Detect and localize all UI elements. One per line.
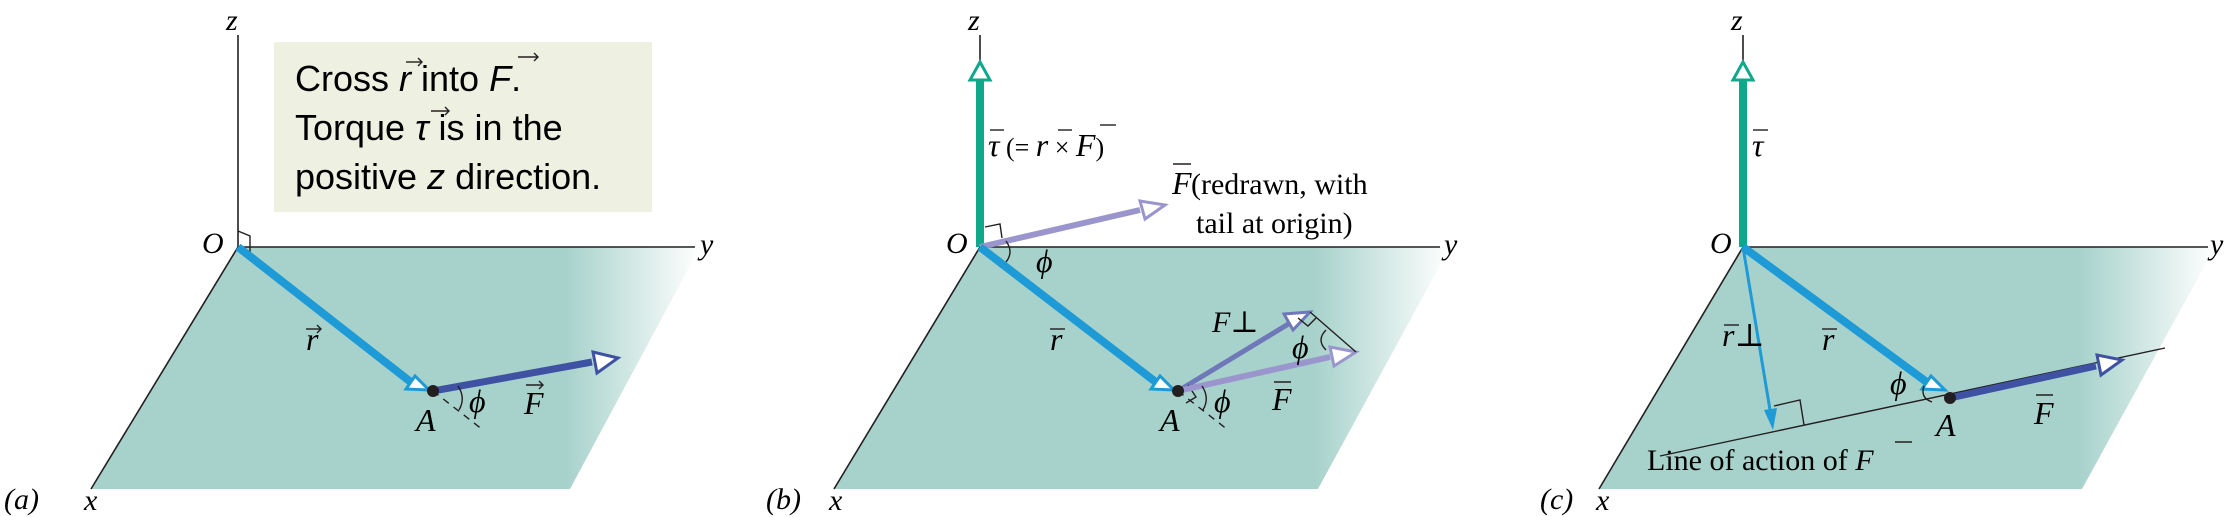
origin-label-a: O <box>202 227 224 260</box>
point-A-b <box>1172 385 1184 397</box>
A-label-a: A <box>414 402 436 438</box>
x-axis-c <box>1598 246 1744 490</box>
F-vector-c <box>1949 362 2097 402</box>
z-label-c: z <box>1730 4 1743 37</box>
phi-A-label-b: ϕ <box>1214 383 1231 419</box>
F-vector-head-b <box>1328 345 1360 369</box>
origin-label-b: O <box>946 227 968 260</box>
phi-origin-label-b: ϕ <box>1036 243 1053 279</box>
x-label-c: x <box>1595 484 1610 517</box>
tau-vector-head-c <box>1730 58 1756 82</box>
note-line-3: positive z direction. <box>295 156 601 197</box>
note-F-arrow-head <box>533 52 539 62</box>
angle-arc-tip-b <box>1320 329 1327 351</box>
r-vector-a <box>235 243 415 387</box>
x-label-b: x <box>828 484 843 517</box>
r-arrow-over-head-a <box>316 324 322 334</box>
r-vector-head-c <box>1919 373 1949 392</box>
right-angle-mark-tip-b <box>1297 317 1317 327</box>
r-vector-c <box>1740 243 1931 387</box>
F-arrow-over-head-a <box>538 380 544 390</box>
x-axis-b <box>833 246 981 490</box>
line-of-action-label-c: Line of action of F <box>1647 444 1874 477</box>
y-label-c: y <box>2207 228 2224 261</box>
F-label-c: F <box>2033 395 2054 431</box>
r-vector-head-a <box>403 373 433 392</box>
F-redrawn-vector-b <box>979 207 1141 250</box>
x-label-a: x <box>83 484 98 517</box>
F-vector-a <box>432 358 593 395</box>
F-vector-b <box>1177 354 1331 394</box>
panel-c: z y x O (c) τ r r⊥ ϕ A F Line of action … <box>1540 4 2224 517</box>
y-label-b: y <box>1441 228 1458 261</box>
A-label-c: A <box>1934 407 1956 443</box>
z-label-b: z <box>967 4 980 37</box>
F-redrawn-head-b <box>1137 199 1169 222</box>
panel-a: z y x O r F ϕ A (a) Cross r into F. Torq… <box>4 4 714 517</box>
r-vector-head-b <box>1148 373 1178 392</box>
F-vector-head-a <box>591 349 622 376</box>
r-perp-head-c <box>1764 408 1777 430</box>
point-A-a <box>427 385 439 397</box>
panel-b: z y x O (b) τ (= r × F) F (redrawn, with… <box>766 4 1458 517</box>
tau-formula-label-b: τ (= r × F) <box>988 127 1104 163</box>
angle-arc-A-b <box>1201 385 1207 411</box>
tau-label-c: τ <box>1752 127 1765 163</box>
right-angle-mark-b <box>984 223 1003 239</box>
F-redrawn-label-b: F <box>1171 165 1192 201</box>
panel-label-a: (a) <box>4 483 39 516</box>
panel-label-b: (b) <box>766 483 801 516</box>
phi-tip-label-b: ϕ <box>1292 329 1309 365</box>
angle-arc-origin-b <box>1005 240 1011 263</box>
r-vector-b <box>977 243 1160 387</box>
tau-vector-head-b <box>967 58 993 82</box>
note-line-2: Torque τ is in the <box>295 107 563 148</box>
point-A-c <box>1944 392 1956 404</box>
note-tau-arrow-head <box>444 106 450 116</box>
r-extension-dash-b <box>1177 390 1229 431</box>
component-line-b <box>1309 311 1357 353</box>
angle-arc-c <box>1922 385 1933 403</box>
angle-arc-a <box>457 385 463 411</box>
F-redrawn-text-line-1-b: (redrawn, with <box>1191 168 1368 201</box>
panel-label-c: (c) <box>1540 483 1573 516</box>
right-angle-mark-c <box>1773 399 1805 426</box>
z-label-a: z <box>225 4 238 37</box>
r-perp-label-c: r⊥ <box>1722 317 1765 353</box>
r-label-b: r <box>1050 321 1063 357</box>
note-line-1: Cross r into F. <box>295 58 521 99</box>
F-perp-vector-b <box>1176 320 1292 394</box>
note-box <box>274 42 652 212</box>
r-extension-dash-a <box>432 390 484 431</box>
origin-label-c: O <box>1710 227 1732 260</box>
F-perp-label-b: F⊥ <box>1211 306 1259 339</box>
r-label-a: r <box>306 321 319 357</box>
r-label-c: r <box>1822 321 1835 357</box>
F-label-a: F <box>523 385 544 421</box>
A-label-b: A <box>1158 402 1180 438</box>
y-label-a: y <box>697 228 714 261</box>
F-vector-head-c <box>2095 353 2126 378</box>
right-angle-mark-a <box>237 230 251 252</box>
phi-label-c: ϕ <box>1890 365 1907 401</box>
r-perp-vector-c <box>1741 246 1772 411</box>
F-label-b: F <box>1271 381 1292 417</box>
phi-label-a: ϕ <box>469 383 486 419</box>
F-redrawn-text-line-2-b: tail at origin) <box>1196 207 1353 240</box>
x-axis-a <box>90 246 239 490</box>
note-r-arrow-head <box>417 57 423 67</box>
